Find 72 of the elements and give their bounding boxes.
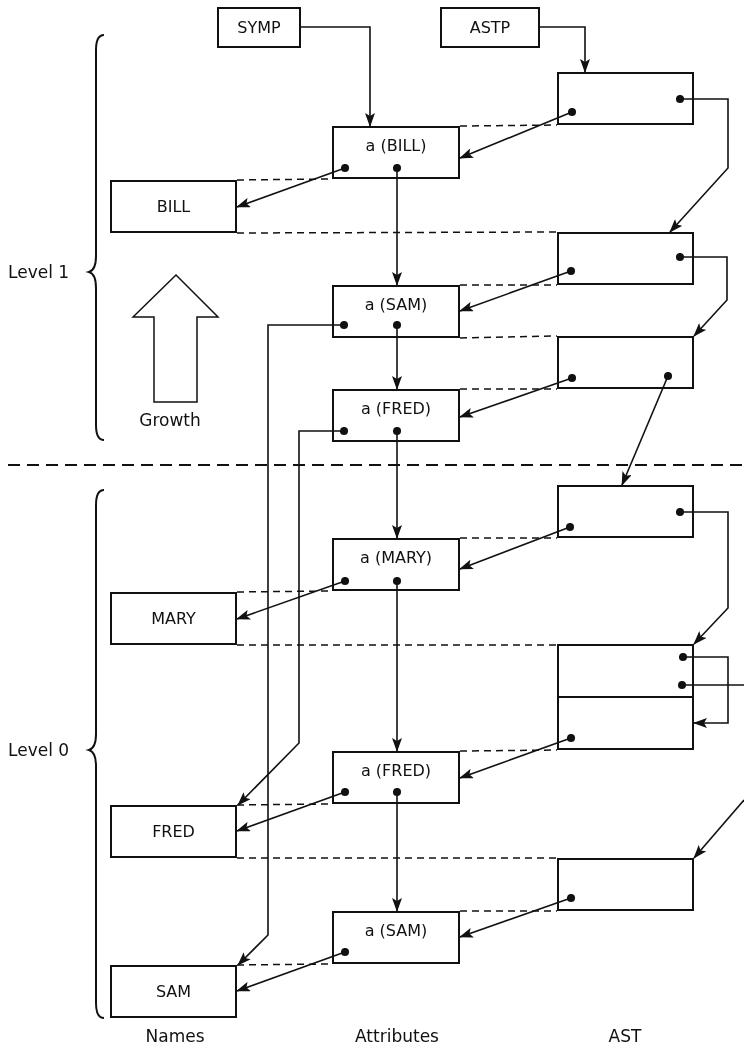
dashed-line bbox=[236, 857, 558, 859]
pointer-box bbox=[440, 7, 540, 48]
attribute-box bbox=[332, 126, 460, 179]
arrow bbox=[459, 266, 576, 312]
box-label: a (SAM) bbox=[364, 921, 428, 940]
arrow bbox=[300, 26, 375, 127]
dashed-line bbox=[459, 910, 558, 912]
arrow bbox=[693, 799, 744, 859]
box-label: BILL bbox=[156, 197, 191, 216]
box-label: a (MARY) bbox=[360, 548, 432, 567]
dashed-line bbox=[236, 644, 558, 646]
name-box bbox=[110, 965, 237, 1018]
column-heading: AST bbox=[608, 1026, 642, 1046]
record-box bbox=[557, 644, 694, 698]
attribute-box bbox=[332, 911, 460, 964]
record-box bbox=[557, 72, 694, 125]
attribute-box bbox=[332, 285, 460, 338]
record-box bbox=[557, 696, 694, 750]
arrow bbox=[675, 252, 728, 337]
arrow bbox=[392, 320, 402, 390]
dashed-line bbox=[459, 284, 558, 286]
arrow bbox=[539, 26, 590, 73]
box-label: SAM bbox=[155, 982, 192, 1001]
record-box bbox=[557, 485, 694, 538]
box-label: a (FRED) bbox=[360, 399, 432, 418]
column-heading: Names bbox=[145, 1026, 205, 1046]
dashed-line bbox=[459, 335, 558, 339]
dashed-line bbox=[459, 388, 558, 390]
arrow bbox=[237, 320, 349, 966]
name-box bbox=[110, 180, 237, 233]
box-label: a (FRED) bbox=[360, 761, 432, 780]
box-label: a (SAM) bbox=[364, 295, 428, 314]
attribute-box bbox=[332, 751, 460, 804]
dashed-line bbox=[459, 537, 558, 539]
arrow bbox=[392, 426, 402, 539]
box-label: MARY bbox=[151, 609, 196, 628]
arrow bbox=[236, 163, 350, 208]
arrow bbox=[237, 426, 349, 806]
arrow bbox=[669, 94, 729, 233]
arrow bbox=[459, 522, 575, 570]
pointer-box bbox=[217, 7, 301, 48]
level-label: Level 0 bbox=[8, 740, 70, 760]
arrow bbox=[459, 893, 576, 938]
arrow bbox=[392, 576, 402, 752]
arrow bbox=[621, 371, 673, 486]
level-label: Level 1 bbox=[8, 262, 70, 282]
arrow bbox=[236, 947, 350, 992]
record-box bbox=[557, 336, 694, 389]
growth-label: Growth bbox=[139, 410, 201, 430]
attribute-box bbox=[332, 538, 460, 591]
record-box bbox=[557, 858, 694, 911]
column-heading: Attributes bbox=[355, 1026, 439, 1046]
box-label: SYMP bbox=[237, 18, 281, 37]
attribute-box bbox=[332, 389, 460, 442]
arrow bbox=[459, 107, 577, 159]
record-box bbox=[557, 232, 694, 285]
arrow bbox=[392, 163, 402, 286]
arrow bbox=[392, 787, 402, 912]
arrow bbox=[236, 576, 350, 620]
dashed-line bbox=[459, 749, 558, 752]
name-box bbox=[110, 592, 237, 645]
dashed-line bbox=[459, 124, 558, 127]
box-label: FRED bbox=[152, 822, 195, 841]
arrow bbox=[675, 507, 729, 645]
name-box bbox=[110, 805, 237, 858]
arrow bbox=[459, 373, 577, 418]
box-label: a (BILL) bbox=[365, 136, 427, 155]
dashed-line bbox=[236, 231, 558, 234]
box-label: ASTP bbox=[469, 18, 511, 37]
arrow bbox=[459, 733, 576, 779]
arrow bbox=[678, 652, 729, 728]
arrow bbox=[236, 787, 350, 832]
